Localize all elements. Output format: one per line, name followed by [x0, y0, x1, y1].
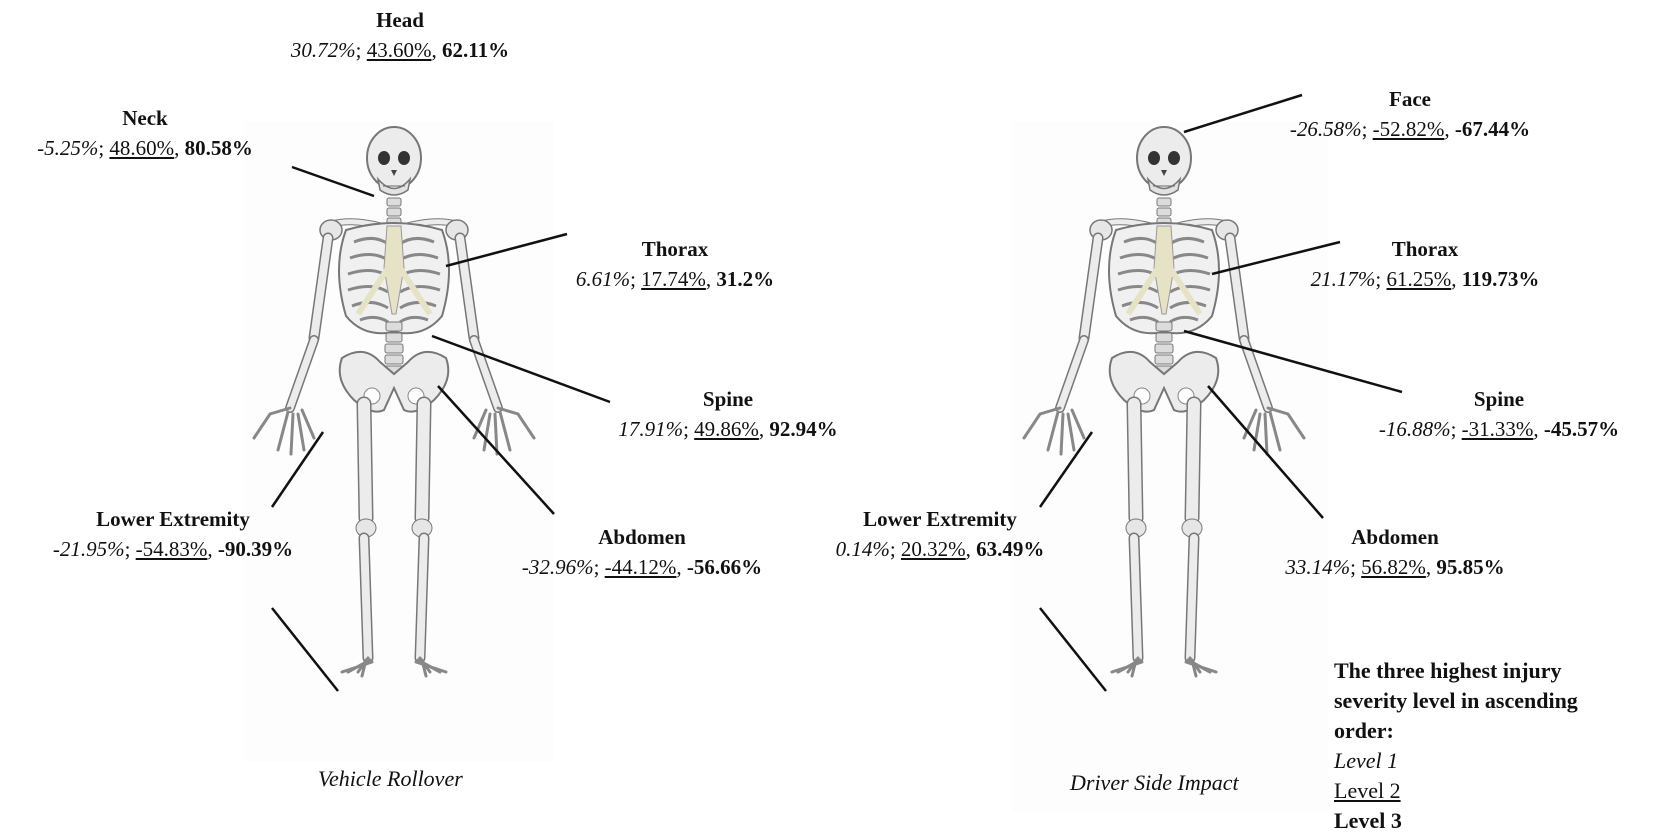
- legend-level1: Level 1: [1334, 746, 1634, 776]
- thorax-level2-value: 17.74%: [641, 267, 706, 291]
- thorax-label: Thorax: [1270, 234, 1580, 264]
- spine-level2-value: 49.86%: [694, 417, 759, 441]
- neck-label: Neck: [0, 103, 290, 133]
- abdomen-level2-value: 56.82%: [1361, 555, 1426, 579]
- abdomen-annotation: Abdomen -32.96%; -44.12%, -56.66%: [487, 522, 797, 582]
- neck-level2-value: 48.60%: [109, 136, 174, 160]
- abdomen-level1-value: -32.96%: [522, 555, 594, 579]
- head-level1-value: 30.72%: [291, 38, 356, 62]
- face-annotation: Face -26.58%; -52.82%, -67.44%: [1260, 84, 1560, 144]
- side-impact-skeleton-illustration: [1024, 127, 1304, 676]
- neck-level1-value: -5.25%: [37, 136, 98, 160]
- spine-label: Spine: [1344, 384, 1654, 414]
- spine-annotation: Spine -16.88%; -31.33%, -45.57%: [1344, 384, 1654, 444]
- lower-extremity-level3-value: -90.39%: [218, 537, 293, 561]
- lower-extremity-annotation: Lower Extremity -21.95%; -54.83%, -90.39…: [18, 504, 328, 564]
- spine-level2-value: -31.33%: [1462, 417, 1534, 441]
- thorax-annotation: Thorax 21.17%; 61.25%, 119.73%: [1270, 234, 1580, 294]
- head-annotation: Head 30.72%; 43.60%, 62.11%: [250, 5, 550, 65]
- lower-extremity-upper-leader-line: [1040, 432, 1092, 507]
- lower-extremity-lower-leader-line: [272, 608, 338, 691]
- thorax-level1-value: 6.61%: [576, 267, 630, 291]
- thorax-level2-value: 61.25%: [1387, 267, 1452, 291]
- spine-annotation: Spine 17.91%; 49.86%, 92.94%: [578, 384, 878, 444]
- lower-extremity-level1-value: -21.95%: [53, 537, 125, 561]
- abdomen-level2-value: -44.12%: [605, 555, 677, 579]
- neck-annotation: Neck -5.25%; 48.60%, 80.58%: [0, 103, 290, 163]
- lower-extremity-level3-value: 63.49%: [976, 537, 1044, 561]
- abdomen-label: Abdomen: [487, 522, 797, 552]
- severity-legend: The three highest injury severity level …: [1334, 656, 1634, 836]
- face-level2-value: -52.82%: [1373, 117, 1445, 141]
- lower-extremity-label: Lower Extremity: [800, 504, 1080, 534]
- abdomen-level1-value: 33.14%: [1285, 555, 1350, 579]
- spine-label: Spine: [578, 384, 878, 414]
- face-label: Face: [1260, 84, 1560, 114]
- rollover-caption: Vehicle Rollover: [318, 766, 463, 792]
- face-level1-value: -26.58%: [1290, 117, 1362, 141]
- head-label: Head: [250, 5, 550, 35]
- neck-level3-value: 80.58%: [185, 136, 253, 160]
- thorax-annotation: Thorax 6.61%; 17.74%, 31.2%: [530, 234, 820, 294]
- spine-level3-value: -45.57%: [1544, 417, 1619, 441]
- abdomen-level3-value: 95.85%: [1436, 555, 1504, 579]
- lower-extremity-level2-value: 20.32%: [901, 537, 966, 561]
- head-level2-value: 43.60%: [367, 38, 432, 62]
- spine-level3-value: 92.94%: [769, 417, 837, 441]
- legend-level3: Level 3: [1334, 806, 1634, 836]
- abdomen-level3-value: -56.66%: [687, 555, 762, 579]
- neck-leader-line: [292, 167, 374, 196]
- lower-extremity-level1-value: 0.14%: [836, 537, 890, 561]
- abdomen-label: Abdomen: [1250, 522, 1540, 552]
- thorax-level3-value: 31.2%: [716, 267, 774, 291]
- thorax-level1-value: 21.17%: [1311, 267, 1376, 291]
- thorax-label: Thorax: [530, 234, 820, 264]
- spine-level1-value: -16.88%: [1379, 417, 1451, 441]
- face-level3-value: -67.44%: [1455, 117, 1530, 141]
- rollover-skeleton-illustration: [254, 127, 534, 676]
- abdomen-annotation: Abdomen 33.14%; 56.82%, 95.85%: [1250, 522, 1540, 582]
- spine-level1-value: 17.91%: [618, 417, 683, 441]
- legend-level2: Level 2: [1334, 776, 1634, 806]
- lower-extremity-label: Lower Extremity: [18, 504, 328, 534]
- lower-extremity-level2-value: -54.83%: [136, 537, 208, 561]
- legend-title: The three highest injury severity level …: [1334, 656, 1634, 746]
- lower-extremity-lower-leader-line: [1040, 608, 1106, 691]
- head-level3-value: 62.11%: [442, 38, 509, 62]
- thorax-level3-value: 119.73%: [1462, 267, 1540, 291]
- lower-extremity-annotation: Lower Extremity 0.14%; 20.32%, 63.49%: [800, 504, 1080, 564]
- side-impact-caption: Driver Side Impact: [1070, 770, 1239, 796]
